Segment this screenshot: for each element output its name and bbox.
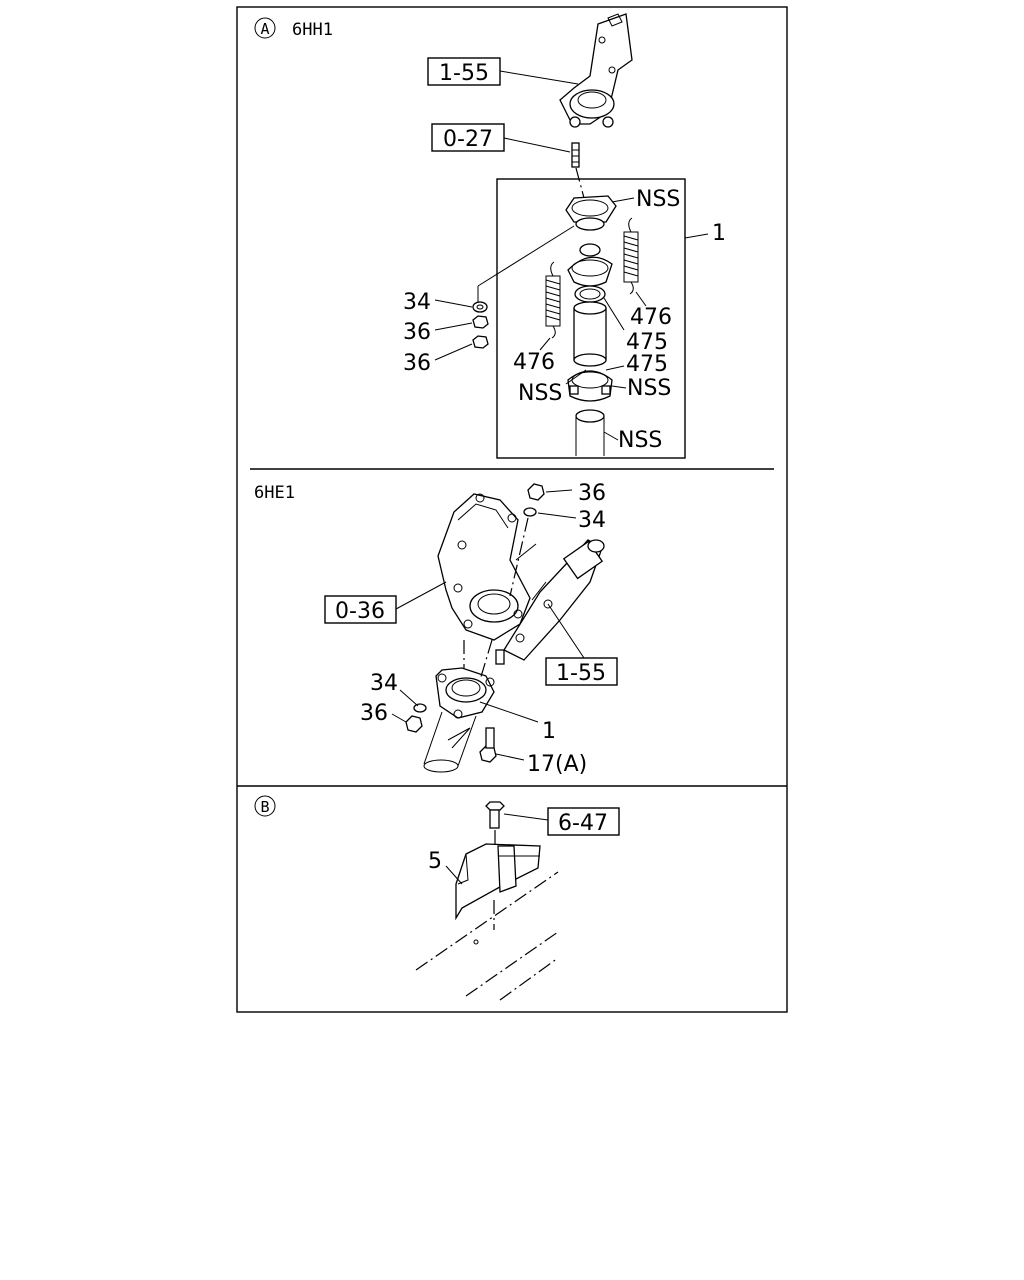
part-label-34-b-top: 34 [578,508,606,533]
manifold-outlet-drawing [559,13,633,128]
ref-label-1-55-b: 1-55 [556,661,606,686]
spring-label-476-left: 476 [513,350,555,375]
assembly-box-1 [496,178,686,459]
ref-label-0-27: 0-27 [443,127,493,152]
section-a-badge-letter: A [260,20,269,38]
section-a-engine-label: 6HH1 [292,20,333,40]
nut-drawing-2 [472,335,489,349]
part-label-36-a-2: 36 [403,351,431,376]
part-label-17a: 17(A) [527,752,587,777]
section-c-badge [254,795,276,817]
nut-drawing-1 [472,315,489,329]
section-b: 6HE1 0-36 36 34 [254,481,618,777]
nss-label-top: NSS [636,187,680,212]
part-label-5: 5 [428,849,442,874]
manifold-body-drawing [437,493,537,641]
section-a: A 6HH1 1-55 0-27 1 [254,13,726,459]
spring-left-drawing [545,261,561,339]
part-label-1-b: 1 [542,719,556,744]
lower-pipe-drawing [575,409,605,456]
part-label-34-b-left: 34 [370,671,398,696]
ref-label-6-47: 6-47 [558,811,608,836]
part-label-34-a: 34 [403,290,431,315]
ref-box-0-27 [431,123,505,152]
spring-label-476-right: 476 [630,305,672,330]
ref-box-6-47 [547,807,620,836]
nut-drawing-b-top [527,483,545,501]
ref-box-0-36 [324,595,397,624]
nss-label-left: NSS [518,381,562,406]
spring-right-drawing [623,217,639,295]
washer-drawing-b-left [413,703,427,713]
section-c-badge-letter: B [260,798,269,816]
part-label-36-b-left: 36 [360,701,388,726]
washer-drawing-b-top [523,507,537,517]
ref-box-1-55-b [545,657,618,686]
exhaust-brake-valve-drawing [495,539,605,665]
seal-label-475-lower: 475 [626,352,668,377]
flange-top-drawing [565,195,617,231]
nss-label-right: NSS [627,376,671,401]
nss-label-bottom: NSS [618,428,662,453]
part-label-1-a: 1 [712,221,726,246]
flange-lower-drawing [567,370,613,402]
section-b-engine-label: 6HE1 [254,483,295,503]
section-c: B 6-47 5 [254,795,620,1001]
nut-drawing-b-left [405,715,423,733]
front-pipe-drawing [423,667,495,773]
heat-protector-drawing [455,843,541,921]
bolt-drawing-17a [479,727,497,763]
diagram-frame [236,6,788,1013]
seal-label-475-right: 475 [626,330,668,355]
part-label-36-a-1: 36 [403,320,431,345]
section-a-badge [254,17,276,39]
stud-drawing [571,142,580,168]
ref-label-0-36: 0-36 [335,599,385,624]
washer-drawing [472,301,488,313]
bolt-drawing-6-47 [485,801,505,829]
part-label-36-b-top: 36 [578,481,606,506]
ref-label-1-55-a: 1-55 [439,61,489,86]
